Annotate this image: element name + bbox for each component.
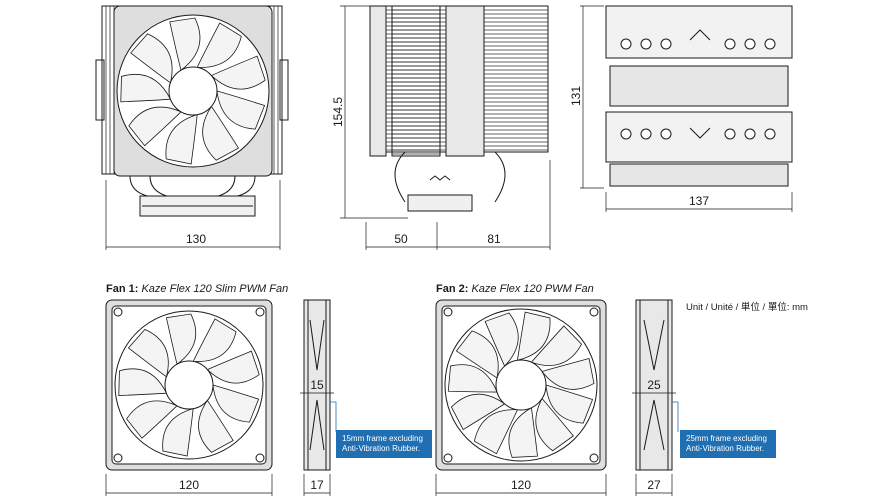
fan-blade [212,384,260,423]
fan1-width-label: 120 [179,478,199,492]
side-base [407,194,473,212]
fan2-width-label: 120 [511,478,531,492]
top-upper-fan [609,65,789,107]
heatsink-front-view [95,5,289,217]
fan1-front-view [105,299,273,471]
heat-pipes [129,175,256,199]
heat-pipe-hole [744,38,756,50]
fan-blade [169,17,201,71]
dim-front-width [105,180,281,250]
fan-blade [120,73,172,103]
fan2-note-leader [672,401,679,432]
fan-blade [202,105,240,161]
fan1-note-leader [330,401,337,432]
fan-blade [450,393,506,431]
fan-blade [508,407,538,458]
heat-pipe-hole [764,128,776,140]
top-depth-label: 131 [569,86,583,106]
fan1-side-view [303,299,331,471]
fan-blade [545,384,594,424]
fan-blade [210,55,266,90]
heatsink-side-view [369,5,549,212]
top-lower-fan [609,163,789,187]
fan2-side-view [635,299,673,471]
fan-blade [516,311,551,361]
heat-pipe-hole [640,38,652,50]
top-heat-pipe-holes [620,38,776,140]
side-right-label: 81 [487,232,501,246]
dim-side [340,5,551,250]
fan-blade [130,33,173,84]
heat-pipe-hole [764,38,776,50]
heat-pipe-hole [660,128,672,140]
heat-pipe-hole [640,128,652,140]
fan1-rotor [114,310,264,460]
fan2-front-view [435,299,607,471]
fan-blade [192,318,237,362]
side-heat-pipes [394,151,506,203]
fan-blade [126,400,178,439]
heat-pipe-hole [744,128,756,140]
fan-blade [198,399,234,453]
heat-pipe-hole [620,38,632,50]
top-upper-fin [605,5,793,59]
fan1-title: Fan 1: [106,283,139,295]
fan1-note: 15mm frame excluding Anti-Vibration Rubb… [336,430,432,458]
fan-hub [168,66,218,116]
heat-pipe-hole [724,38,736,50]
heatsink-top-view [605,5,793,187]
fan-blade [484,312,519,367]
side-left-label: 50 [394,232,408,246]
fan-blade [535,397,574,452]
fan2-note: 25mm frame excluding Anti-Vibration Rubb… [680,430,776,458]
fan2-thickness-label: 27 [647,478,661,492]
fan-blade [165,114,198,165]
heat-pipe-hole [724,128,736,140]
side-fan-thick [445,5,485,157]
fan-clip-right [279,59,289,121]
fan2-heading: Fan 2: Kaze Flex 120 PWM Fan [436,283,594,295]
front-fan-rotor [116,14,270,168]
fan-blade [216,90,266,130]
fan-blade [162,408,194,457]
fan-blade [118,368,168,396]
dim-fan1 [105,392,334,496]
side-height-label: 154.5 [331,97,345,127]
fan-hub [164,360,214,410]
fan2-rotor [444,308,598,462]
fan-clip-left [95,59,105,121]
fan1-thickness-label: 17 [310,478,324,492]
fan2-frame-label: 25 [647,378,661,392]
fan2-subtitle: Kaze Flex 120 PWM Fan [471,283,594,295]
fan-blade [447,364,498,393]
front-width-label: 130 [186,232,206,246]
fan1-heading: Fan 1: Kaze Flex 120 Slim PWM Fan [106,283,288,295]
heat-pipe-hole [620,128,632,140]
fan-blade [473,409,519,455]
units-label: Unit / Unité / 単位 / 單位: mm [686,302,808,313]
dim-top [580,5,793,212]
fan-blade [541,358,595,390]
fan1-frame-label: 15 [310,378,324,392]
top-width-label: 137 [689,194,709,208]
fan-blade [165,313,197,365]
dim-fan2 [435,392,676,496]
fan-blade [128,106,182,147]
fan-blade [530,325,583,366]
fan-blade [206,350,260,384]
fan-blade [127,328,169,378]
fan-hub [495,359,547,411]
fan2-title: Fan 2: [436,283,469,295]
heat-pipe-hole [660,38,672,50]
fan-blade [455,330,499,379]
fan-blade [196,22,242,68]
fan1-subtitle: Kaze Flex 120 Slim PWM Fan [141,283,289,295]
side-fan-slim [369,5,387,157]
